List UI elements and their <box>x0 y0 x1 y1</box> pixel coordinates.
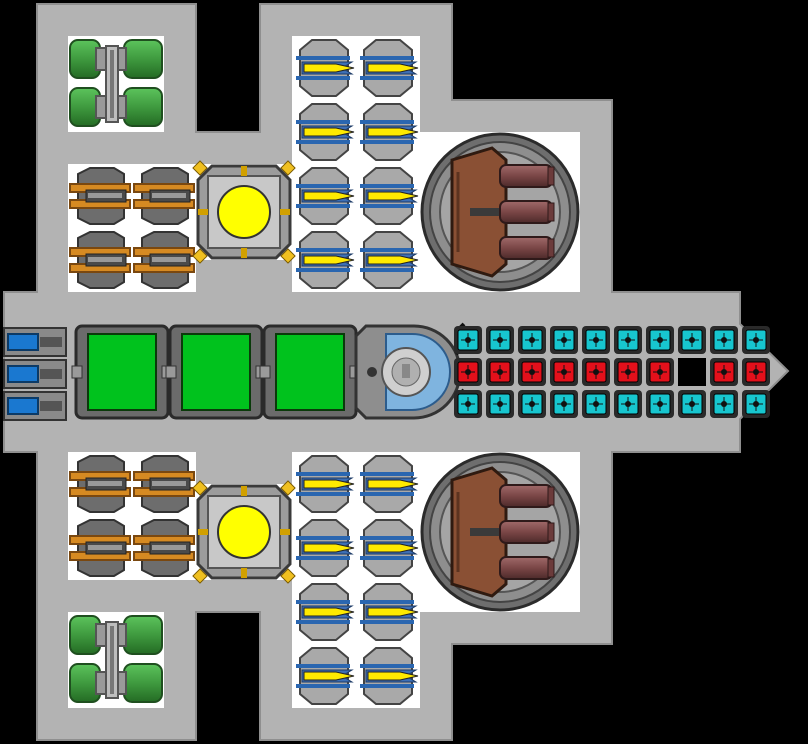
armor-block-red[interactable] <box>486 358 514 386</box>
armor-block-cyan[interactable] <box>486 390 514 418</box>
thruster-module[interactable] <box>133 231 195 289</box>
armor-block-cyan[interactable] <box>454 390 482 418</box>
armor-block-red[interactable] <box>550 358 578 386</box>
missile-launcher-module[interactable] <box>360 455 419 513</box>
cargo-hold-module[interactable] <box>259 324 361 420</box>
armor-block-cyan[interactable] <box>646 390 674 418</box>
thruster-module[interactable] <box>69 519 131 577</box>
armor-block-cyan[interactable] <box>646 326 674 354</box>
armor-block-cyan[interactable] <box>710 326 738 354</box>
thruster-module[interactable] <box>69 455 131 513</box>
missile-launcher-module[interactable] <box>296 231 355 289</box>
armor-block-red[interactable] <box>518 358 546 386</box>
armor-block-cyan[interactable] <box>614 390 642 418</box>
missile-launcher-module[interactable] <box>360 167 419 225</box>
missile-launcher-module[interactable] <box>360 103 419 161</box>
armor-block-red[interactable] <box>710 358 738 386</box>
armor-block-red[interactable] <box>742 358 770 386</box>
thruster-module[interactable] <box>69 167 131 225</box>
thruster-module[interactable] <box>69 231 131 289</box>
armor-block-red[interactable] <box>646 358 674 386</box>
missile-launcher-module[interactable] <box>360 583 419 641</box>
fuel-tank-module[interactable] <box>69 615 163 703</box>
armor-block-cyan[interactable] <box>518 390 546 418</box>
missile-launcher-module[interactable] <box>360 39 419 97</box>
battery-module[interactable] <box>3 391 67 421</box>
missile-launcher-module[interactable] <box>296 39 355 97</box>
reactor-module[interactable] <box>192 160 296 264</box>
empty-armor-slot[interactable] <box>678 358 706 386</box>
missile-launcher-module[interactable] <box>360 231 419 289</box>
cargo-hold-module[interactable] <box>165 324 267 420</box>
armor-block-cyan[interactable] <box>614 326 642 354</box>
heavy-turret-module[interactable] <box>420 452 580 612</box>
armor-block-cyan[interactable] <box>550 326 578 354</box>
armor-block-cyan[interactable] <box>678 390 706 418</box>
cargo-hold-module[interactable] <box>71 324 173 420</box>
missile-launcher-module[interactable] <box>296 647 355 705</box>
missile-launcher-module[interactable] <box>296 103 355 161</box>
battery-module[interactable] <box>3 359 67 389</box>
armor-block-cyan[interactable] <box>454 326 482 354</box>
armor-block-cyan[interactable] <box>582 326 610 354</box>
thruster-module[interactable] <box>133 455 195 513</box>
armor-block-red[interactable] <box>614 358 642 386</box>
armor-block-cyan[interactable] <box>582 390 610 418</box>
fuel-tank-module[interactable] <box>69 39 163 127</box>
armor-block-cyan[interactable] <box>742 390 770 418</box>
armor-block-cyan[interactable] <box>678 326 706 354</box>
heavy-turret-module[interactable] <box>420 132 580 292</box>
battery-module[interactable] <box>3 327 67 357</box>
armor-block-cyan[interactable] <box>486 326 514 354</box>
armor-block-red[interactable] <box>582 358 610 386</box>
missile-launcher-module[interactable] <box>296 583 355 641</box>
armor-block-cyan[interactable] <box>710 390 738 418</box>
reactor-module[interactable] <box>192 480 296 584</box>
armor-block-red[interactable] <box>454 358 482 386</box>
thruster-module[interactable] <box>133 167 195 225</box>
missile-launcher-module[interactable] <box>296 455 355 513</box>
armor-block-cyan[interactable] <box>550 390 578 418</box>
armor-block-cyan[interactable] <box>742 326 770 354</box>
missile-launcher-module[interactable] <box>360 647 419 705</box>
armor-block-cyan[interactable] <box>518 326 546 354</box>
missile-launcher-module[interactable] <box>296 519 355 577</box>
thruster-module[interactable] <box>133 519 195 577</box>
missile-launcher-module[interactable] <box>296 167 355 225</box>
missile-launcher-module[interactable] <box>360 519 419 577</box>
